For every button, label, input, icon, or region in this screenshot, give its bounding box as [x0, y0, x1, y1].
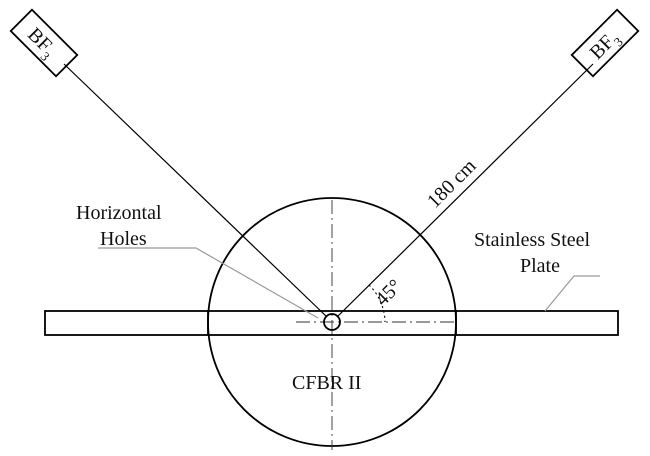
- left-detector-label: BF3: [20, 24, 60, 64]
- right-detector: BF3: [570, 8, 640, 78]
- reactor-label: CFBR II: [292, 372, 361, 394]
- left-detector-line: [63, 63, 328, 318]
- horizontal-holes-label-line1: Horizontal: [76, 202, 162, 224]
- plate-label-line2: Plate: [520, 255, 560, 277]
- horizontal-holes-label-line2: Holes: [100, 228, 147, 250]
- stainless-steel-plate: [44, 310, 619, 336]
- horizontal-holes-leader: [98, 247, 319, 319]
- left-detector-box: [9, 8, 79, 78]
- angle-label: 45°: [371, 275, 406, 310]
- angle-arc: [368, 284, 386, 323]
- right-detector-line: [336, 63, 594, 318]
- right-detector-label: BF3: [586, 26, 626, 66]
- plate-label-line1: Stainless Steel: [474, 229, 591, 251]
- right-detector-box: [570, 8, 640, 78]
- horizontal-holes-marker: [323, 313, 341, 331]
- plate-leader: [544, 275, 600, 312]
